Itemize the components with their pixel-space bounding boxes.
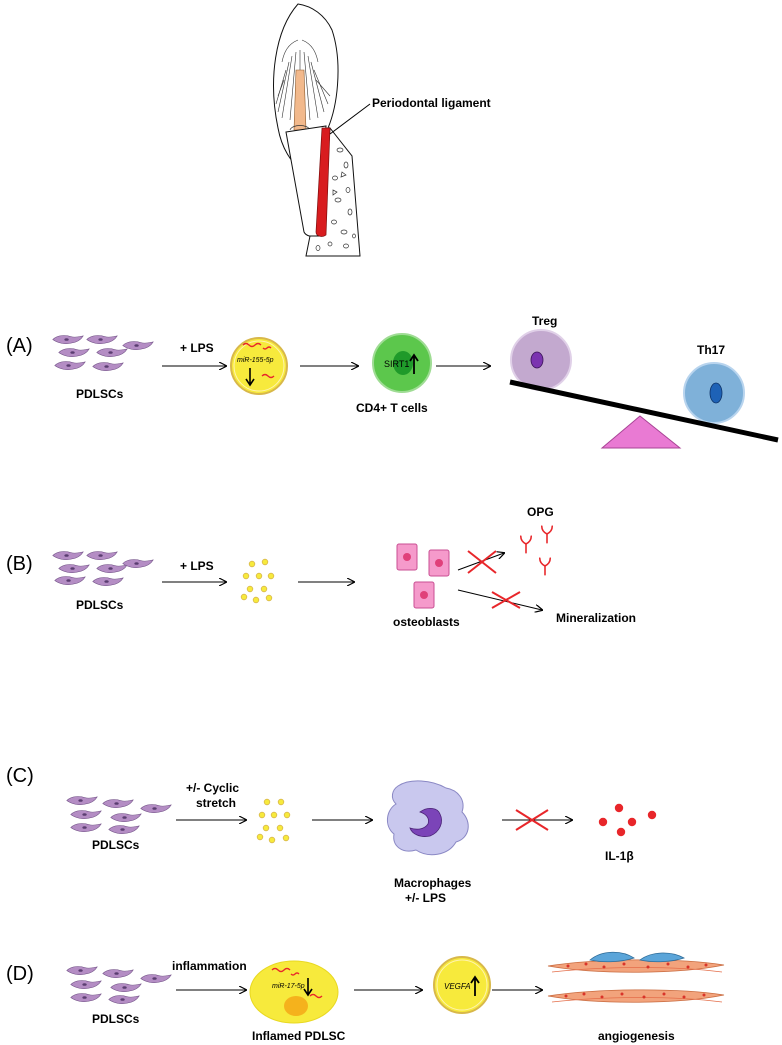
inhibition-x-il1b	[515, 809, 549, 831]
pulp-fibres	[275, 39, 331, 121]
panel-c: (C) PDLSCs +/- Cyclic stretch Macrophage…	[6, 765, 657, 905]
th17-label: Th17	[697, 343, 725, 357]
bone-pores	[315, 147, 356, 251]
tooth-illustration: Periodontal ligament	[273, 3, 491, 257]
up-arrow-icon	[409, 353, 419, 374]
pdl-label: Periodontal ligament	[372, 96, 491, 110]
pdlsc-label-a: PDLSCs	[76, 387, 124, 401]
macrophage-label-1: Macrophages	[394, 876, 472, 890]
pdlsc-cluster-d	[66, 966, 172, 1005]
macrophage-cell	[387, 780, 469, 856]
th17-cell	[683, 362, 745, 424]
inhibition-x-opg	[467, 550, 497, 574]
vegfa-label: VEGFA	[444, 982, 471, 991]
vegfa-vesicle: VEGFA	[433, 956, 491, 1014]
lps-label-b: + LPS	[180, 559, 214, 573]
sirt1-label: SIRT1	[384, 359, 409, 369]
opg-label: OPG	[527, 505, 554, 519]
pdlsc-label-b: PDLSCs	[76, 598, 124, 612]
lps-label-a: + LPS	[180, 341, 214, 355]
pdlsc-label-d: PDLSCs	[92, 1012, 140, 1026]
pdlsc-cluster-b	[52, 551, 154, 587]
stretch-label-1: +/- Cyclic	[186, 781, 239, 795]
exosome-mirna-a: miR-155-5p	[230, 337, 288, 395]
panel-b: (B) PDLSCs + LPS osteoblasts	[6, 505, 636, 629]
panel-b-tag: (B)	[6, 553, 33, 575]
il1b-molecules	[598, 803, 657, 837]
blood-vessels	[547, 951, 725, 1003]
panel-a-tag: (A)	[6, 335, 33, 357]
cd4-t-cell: SIRT1	[372, 333, 432, 393]
macrophage-label-2: +/- LPS	[405, 891, 446, 905]
arrow-b-mineralization	[457, 589, 542, 610]
stretch-label-2: stretch	[196, 796, 236, 810]
opg-molecules	[519, 525, 554, 576]
mineralization-label: Mineralization	[556, 611, 636, 625]
mirna-label-d: miR-17-5p	[272, 983, 305, 990]
panel-d-tag: (D)	[6, 963, 34, 985]
osteoblast-label: osteoblasts	[393, 615, 460, 629]
pdlsc-label-c: PDLSCs	[92, 838, 140, 852]
angiogenesis-label: angiogenesis	[598, 1029, 675, 1043]
periodontal-ligament	[315, 127, 331, 237]
up-arrow-icon	[470, 975, 480, 996]
panel-c-tag: (C)	[6, 765, 34, 787]
inflamed-pdlsc-cell: miR-17-5p	[249, 960, 339, 1024]
balance-beam	[509, 379, 779, 443]
down-arrow-icon	[303, 978, 313, 997]
inflammation-label: inflammation	[172, 959, 247, 973]
vesicles-b	[240, 558, 275, 604]
down-arrow-icon	[245, 368, 255, 387]
balance-fulcrum	[600, 415, 682, 449]
pdlsc-cluster-a	[52, 335, 154, 372]
tcell-label: CD4+ T cells	[356, 401, 428, 415]
mirna-label-a: miR-155-5p	[237, 357, 274, 364]
pdlsc-cluster-c	[66, 796, 172, 835]
inhibition-x-mineralization	[491, 591, 521, 609]
pulp-canal	[293, 69, 307, 131]
vesicles-c	[256, 798, 291, 844]
treg-cell	[510, 329, 572, 391]
inflamed-pdlsc-label: Inflamed PDLSC	[252, 1029, 346, 1043]
il1b-label: IL-1β	[605, 849, 634, 863]
osteoblast-cells	[396, 543, 450, 609]
panel-d: (D) PDLSCs inflammation miR-17-5p Inflam…	[6, 951, 725, 1043]
panel-a: (A) PDLSCs + LPS miR-155-5p SIRT1	[6, 314, 779, 449]
treg-label: Treg	[532, 314, 557, 328]
